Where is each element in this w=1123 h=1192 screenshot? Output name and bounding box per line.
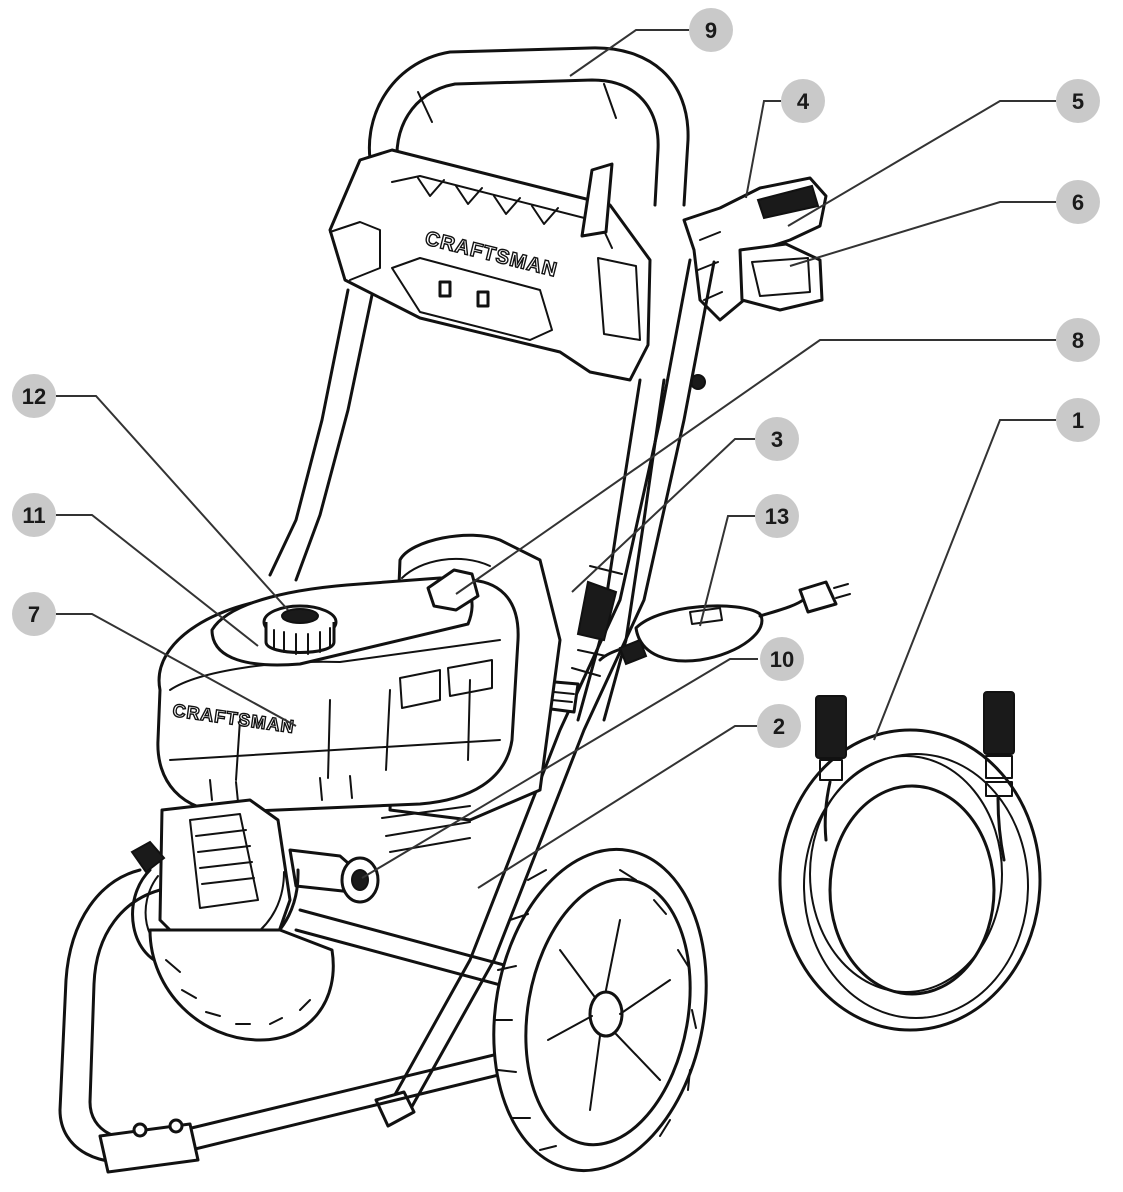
hose-fitting-left: [815, 695, 847, 759]
callout-number: 3: [771, 427, 783, 452]
wheel-hub: [588, 990, 624, 1038]
callout-badge: [689, 8, 733, 52]
start-knob[interactable]: [426, 568, 480, 612]
callout-leader-line: [787, 100, 1056, 227]
front-right-wheel: [492, 847, 708, 1173]
pump-assembly: [130, 798, 380, 969]
callout-8: 8: [455, 318, 1100, 595]
callout-badge: [755, 494, 799, 538]
water-inlet: [130, 840, 166, 874]
base-frame: [58, 868, 562, 1174]
frame-foot: [98, 1122, 200, 1174]
callout-1: 1: [873, 398, 1100, 741]
callout-3: 3: [571, 417, 799, 593]
callout-number: 2: [773, 714, 785, 739]
callout-number: 5: [1072, 89, 1084, 114]
callout-leader-line: [361, 658, 758, 879]
handle-bracket: CRAFTSMAN: [328, 148, 652, 382]
callout-number: 13: [765, 504, 789, 529]
callout-11: 11: [12, 493, 259, 647]
callout-10: 10: [361, 637, 804, 879]
callout-badge: [1056, 180, 1100, 224]
callout-leader-line: [571, 438, 755, 593]
callout-badge: [757, 704, 801, 748]
callout-5: 5: [787, 79, 1100, 227]
callout-6: 6: [789, 180, 1100, 267]
callout-13: 13: [699, 494, 799, 627]
rear-left-wheel: [148, 928, 335, 1042]
bracket-button-right: [476, 290, 490, 308]
callout-number: 8: [1072, 328, 1084, 353]
callout-leader-line: [56, 514, 259, 647]
callout-badge: [760, 637, 804, 681]
hose-fitting-right: [983, 691, 1015, 755]
handle-frame: [268, 46, 690, 722]
callout-leader-line: [455, 339, 1056, 595]
callout-2: 2: [477, 704, 801, 889]
gfci-unit: [634, 604, 764, 663]
callout-badge: [12, 592, 56, 636]
callout-leader-line: [56, 395, 289, 611]
callout-12: 12: [12, 374, 289, 611]
high-pressure-hose: [778, 691, 1042, 1032]
callout-badge: [12, 493, 56, 537]
callout-leader-line: [789, 201, 1056, 267]
callout-number: 9: [705, 18, 717, 43]
callout-badge: [1056, 318, 1100, 362]
callout-number: 1: [1072, 408, 1084, 433]
wand-tip: [374, 1090, 416, 1128]
callout-leader-line: [477, 725, 757, 889]
callout-badge: [1056, 79, 1100, 123]
callout-9: 9: [569, 8, 733, 77]
callout-leader-line: [699, 515, 755, 627]
callout-number: 10: [770, 647, 794, 672]
callout-number: 12: [22, 384, 46, 409]
callout-leader-line: [569, 29, 689, 77]
power-plug: [798, 580, 838, 614]
callout-leader-line: [873, 419, 1056, 741]
callout-7: 7: [12, 592, 297, 727]
callout-number: 6: [1072, 190, 1084, 215]
callout-badge: [781, 79, 825, 123]
callout-badge: [1056, 398, 1100, 442]
callout-badge: [755, 417, 799, 461]
gfci-cord: [598, 580, 851, 666]
callout-leader-line: [56, 613, 297, 727]
callout-4: 4: [745, 79, 825, 199]
bracket-button-left: [438, 280, 452, 298]
callout-badge: [12, 374, 56, 418]
callout-number: 7: [28, 602, 40, 627]
callout-number: 4: [797, 89, 810, 114]
callout-number: 11: [22, 503, 45, 528]
engine-body: CRAFTSMAN: [156, 533, 562, 853]
spray-gun[interactable]: [682, 176, 828, 390]
callout-leader-line: [745, 100, 781, 199]
